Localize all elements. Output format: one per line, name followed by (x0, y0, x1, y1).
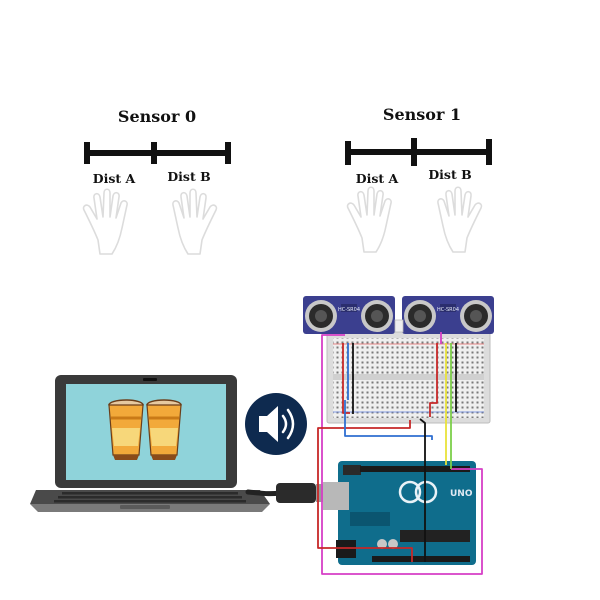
sensor-1-left-tick (345, 141, 351, 165)
wiring (317, 332, 483, 575)
hand-icon (346, 186, 392, 253)
hand-icon (437, 186, 483, 253)
laptop-trackpad (120, 505, 170, 509)
sensor-0-range-bar (87, 150, 228, 156)
board-label: UNO (450, 489, 473, 499)
arduino-uno-board: UNO (323, 461, 476, 565)
sensor-0-dist-a-label: Dist A (93, 171, 136, 186)
sensor-1-title: Sensor 1 (383, 105, 461, 124)
laptop-screen (66, 384, 226, 480)
sensor-1-right-tick (486, 139, 492, 165)
sensor-1-dist-a-label: Dist A (356, 171, 399, 186)
ultrasonic-sensor-module-right: HC-SR04 (402, 296, 494, 334)
sensor-module-label: HC-SR04 (437, 307, 459, 313)
sensor-1-range-bar (348, 149, 490, 155)
speaker-volume-icon (245, 393, 307, 455)
sensor-0-group: Sensor 0 Dist A Dist B (82, 107, 231, 255)
sensor-1-dist-b-label: Dist B (428, 167, 471, 182)
sensor-1-group: Sensor 1 Dist A Dist B (345, 105, 492, 253)
sensor-1-mid-tick (411, 138, 417, 166)
breadboard (326, 331, 491, 424)
laptop (30, 375, 270, 512)
sensor-module-label: HC-SR04 (338, 307, 360, 313)
sensor-0-right-tick (225, 142, 231, 164)
ultrasonic-sensor-module-left: HC-SR04 (303, 296, 395, 334)
conga-drums-icon (108, 399, 182, 460)
hand-icon (172, 188, 218, 255)
sensor-0-left-tick (84, 142, 90, 164)
hand-icon (82, 188, 128, 255)
sensor-0-title: Sensor 0 (118, 107, 196, 126)
sensor-0-dist-b-label: Dist B (167, 169, 210, 184)
sensor-0-mid-tick (151, 142, 157, 164)
